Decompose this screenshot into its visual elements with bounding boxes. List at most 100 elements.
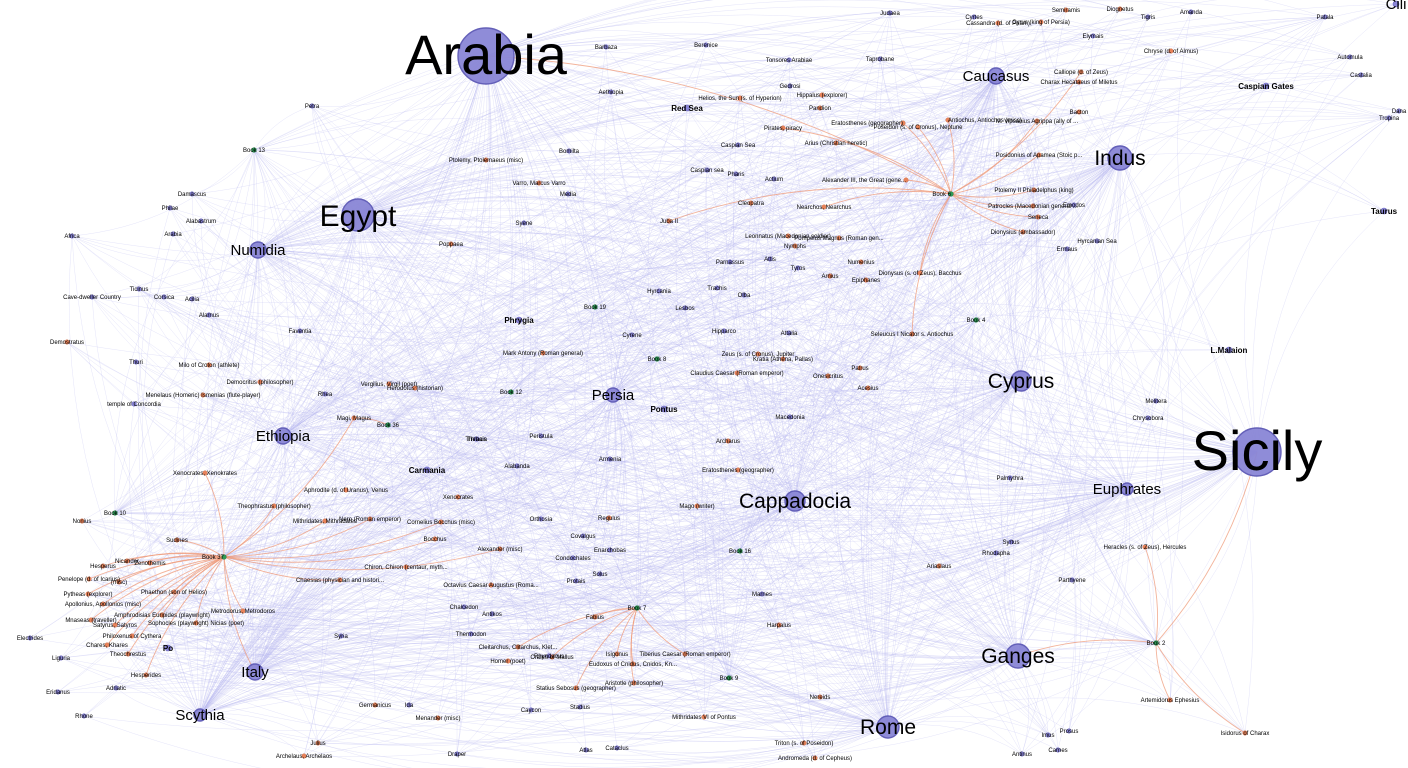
node-nymphs[interactable]	[792, 243, 798, 249]
node-media[interactable]	[565, 191, 571, 197]
node-book4[interactable]	[973, 317, 979, 323]
node-emodos[interactable]	[1071, 202, 1077, 208]
node-homer[interactable]	[505, 658, 511, 664]
node-dionysius[interactable]	[1020, 229, 1026, 235]
node-thuri[interactable]	[133, 359, 139, 365]
node-xenocrates2[interactable]	[202, 470, 208, 476]
node-poseidon[interactable]	[915, 124, 921, 130]
node-hyrcania[interactable]	[656, 288, 662, 294]
node-regulus[interactable]	[606, 515, 612, 521]
node-covalgus[interactable]	[580, 533, 586, 539]
node-mithrvi[interactable]	[701, 714, 707, 720]
node-theophrastus[interactable]	[271, 503, 277, 509]
node-actium[interactable]	[771, 176, 777, 182]
node-helios[interactable]	[737, 95, 743, 101]
node-rome[interactable]	[876, 715, 900, 739]
node-numenius[interactable]	[858, 259, 864, 265]
node-cassandra[interactable]	[995, 20, 1001, 26]
node-hippalus[interactable]	[819, 92, 825, 98]
node-archarus[interactable]	[725, 438, 731, 444]
node-electrides[interactable]	[27, 635, 33, 641]
node-metrodorus[interactable]	[240, 608, 246, 614]
node-ptolemy[interactable]	[483, 157, 489, 163]
node-pandion[interactable]	[817, 105, 823, 111]
node-tyros[interactable]	[795, 265, 801, 271]
node-numidia[interactable]	[249, 241, 267, 259]
node-charax[interactable]	[1076, 79, 1082, 85]
node-ermaus[interactable]	[1064, 246, 1070, 252]
node-markantony[interactable]	[540, 350, 546, 356]
node-caspiansea[interactable]	[735, 142, 741, 148]
node-hesperus[interactable]	[100, 563, 106, 569]
node-menander[interactable]	[435, 715, 441, 721]
node-lesbos[interactable]	[682, 305, 688, 311]
node-book7[interactable]	[634, 605, 640, 611]
node-arabia[interactable]	[457, 27, 515, 85]
node-imus[interactable]	[1045, 732, 1051, 738]
node-acilia[interactable]	[189, 296, 195, 302]
node-alexmisc[interactable]	[497, 546, 503, 552]
node-taprobane[interactable]	[877, 56, 883, 62]
node-palmythra[interactable]	[1007, 475, 1013, 481]
node-philae[interactable]	[167, 205, 173, 211]
node-erat2[interactable]	[735, 467, 741, 473]
node-nonius[interactable]	[79, 518, 85, 524]
node-apollonius[interactable]	[100, 601, 106, 607]
node-ethiopia[interactable]	[274, 427, 292, 445]
node-alexander[interactable]	[903, 177, 909, 183]
node-italy[interactable]	[246, 663, 264, 681]
node-attis[interactable]	[767, 256, 773, 262]
node-agrippa[interactable]	[1034, 118, 1040, 124]
node-africa[interactable]	[69, 233, 75, 239]
node-tonsores[interactable]	[786, 57, 792, 63]
node-octavius[interactable]	[488, 582, 494, 588]
node-dionysus[interactable]	[917, 270, 923, 276]
node-mnaseas[interactable]	[88, 617, 94, 623]
node-dana[interactable]	[1396, 108, 1402, 114]
node-epiphanes[interactable]	[863, 277, 869, 283]
node-indus[interactable]	[1107, 145, 1133, 171]
node-egypt[interactable]	[341, 198, 375, 232]
node-pharis[interactable]	[733, 171, 739, 177]
node-tiberius[interactable]	[682, 651, 688, 657]
node-solus[interactable]	[597, 571, 603, 577]
node-sophocles[interactable]	[193, 620, 199, 626]
node-tigris[interactable]	[1145, 14, 1151, 20]
node-petra[interactable]	[309, 103, 315, 109]
node-archelaus[interactable]	[301, 753, 307, 759]
node-cili[interactable]	[1392, 0, 1400, 8]
node-book19[interactable]	[592, 304, 598, 310]
node-aphrodite[interactable]	[343, 487, 349, 493]
node-syria[interactable]	[338, 633, 344, 639]
node-hyrcaniansea[interactable]	[1094, 238, 1100, 244]
node-alabastrum[interactable]	[198, 218, 204, 224]
node-euphrates[interactable]	[1120, 482, 1134, 496]
node-berenice[interactable]	[703, 42, 709, 48]
node-caucasus[interactable]	[987, 67, 1005, 85]
node-bacton[interactable]	[1076, 109, 1082, 115]
node-menelaus[interactable]	[200, 392, 206, 398]
node-phrygia[interactable]	[515, 316, 523, 324]
node-posidonius[interactable]	[1036, 152, 1042, 158]
node-antinus[interactable]	[1019, 751, 1025, 757]
node-carmania[interactable]	[423, 466, 431, 474]
node-nero[interactable]	[367, 516, 373, 522]
node-fabius[interactable]	[592, 614, 598, 620]
node-tropina[interactable]	[1386, 115, 1392, 121]
node-pompey[interactable]	[836, 235, 842, 241]
node-rhyndacus[interactable]	[546, 653, 552, 659]
node-isidorus[interactable]	[1242, 730, 1248, 736]
node-hesperides[interactable]	[143, 672, 149, 678]
node-alabanda[interactable]	[514, 463, 520, 469]
node-mago[interactable]	[694, 503, 700, 509]
node-ariaslaus[interactable]	[936, 563, 942, 569]
node-cavedwell[interactable]	[89, 294, 95, 300]
node-philoxenus[interactable]	[129, 633, 135, 639]
node-isigonus[interactable]	[614, 651, 620, 657]
node-andromeda[interactable]	[812, 755, 818, 761]
node-nereids[interactable]	[817, 694, 823, 700]
node-cyrene[interactable]	[629, 332, 635, 338]
node-thermodon[interactable]	[468, 631, 474, 637]
node-claudius[interactable]	[734, 370, 740, 376]
